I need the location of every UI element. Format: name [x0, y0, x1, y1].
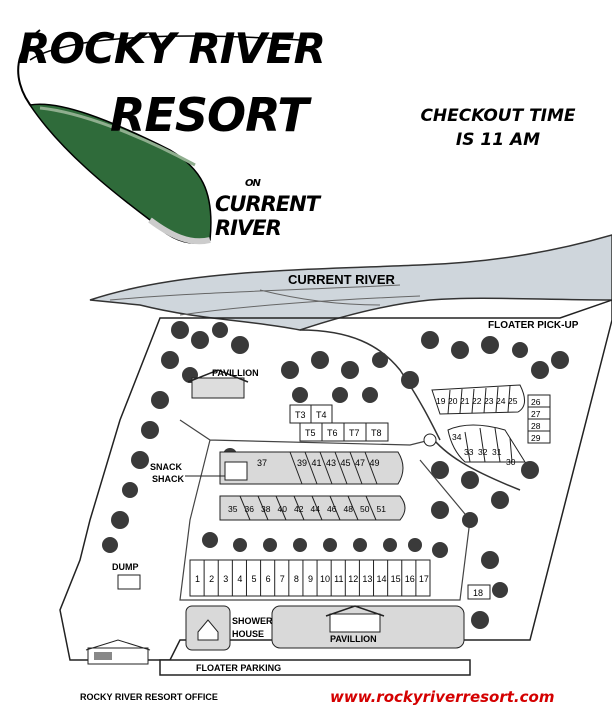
site-row-bottom [189, 559, 431, 597]
site-label: 42 [294, 504, 304, 514]
site-label: 9 [308, 574, 313, 584]
logo-title-line2: RESORT [110, 88, 309, 142]
floater-pickup-label: FLOATER PICK-UP [488, 320, 579, 331]
logo-swoosh [17, 29, 301, 245]
site-pad-middle [219, 495, 406, 521]
site-label: 33 [464, 447, 474, 457]
site-label: 39 [297, 458, 307, 468]
checkout-line2: IS 11 AM [455, 130, 541, 150]
site-label: 26 [531, 397, 541, 407]
site-label: 28 [531, 421, 541, 431]
site-label: 44 [311, 504, 321, 514]
site-column-east [527, 394, 551, 444]
site-label: 16 [405, 574, 415, 584]
site-label: 2 [209, 574, 214, 584]
site-label: 10 [320, 574, 330, 584]
site-pad-northeast [431, 384, 525, 415]
tent-site-label: T8 [371, 428, 382, 438]
site-label: 19 [436, 396, 446, 406]
site-label: 46 [327, 504, 337, 514]
tent-site-label: T5 [305, 428, 316, 438]
office-building [85, 639, 151, 665]
site-label: 32 [478, 447, 488, 457]
site-label: 3 [223, 574, 228, 584]
site-label: 34 [452, 432, 462, 442]
logo: ROCKY RIVER RESORT ON CURRENT RIVER [0, 0, 340, 260]
site-label: 51 [377, 504, 387, 514]
tent-site-label: T4 [316, 410, 327, 420]
river-label: CURRENT RIVER [288, 272, 396, 287]
site-label: 20 [448, 396, 458, 406]
site-label: 12 [348, 574, 358, 584]
site-label: 22 [472, 396, 482, 406]
site-label: 25 [508, 396, 518, 406]
dump-label: DUMP [112, 562, 139, 572]
roads [179, 419, 471, 601]
pavillion-top [187, 369, 249, 399]
site-label: 6 [266, 574, 271, 584]
pavillion-top-label: PAVILLION [212, 368, 259, 378]
floater-parking-label: FLOATER PARKING [196, 663, 281, 673]
site-18-label: 18 [473, 588, 483, 598]
canoe-icon [28, 103, 212, 245]
shower-label-2: HOUSE [232, 629, 264, 639]
pavillion-bottom-label: PAVILLION [330, 634, 377, 644]
site-label: 11 [334, 574, 343, 584]
site-label: 24 [496, 396, 506, 406]
site-label: 23 [484, 396, 494, 406]
site-label: 21 [460, 396, 470, 406]
tent-sites [289, 404, 389, 442]
site-label: 31 [492, 447, 502, 457]
site-label: 15 [391, 574, 401, 584]
site-pad-upper [185, 451, 404, 485]
logo-on: ON [245, 178, 261, 189]
site-label: 8 [294, 574, 299, 584]
site-label: 4 [237, 574, 242, 584]
snack-label-2: SHACK [152, 474, 185, 484]
website-link[interactable]: www.rockyriverresort.com [330, 688, 555, 706]
site-label: 7 [280, 574, 285, 584]
tent-site-label: T6 [327, 428, 338, 438]
shower-label-1: SHOWER [232, 616, 273, 626]
site-label: 43 [326, 458, 336, 468]
tent-site-label: T7 [349, 428, 360, 438]
site-label: 35 [228, 504, 238, 514]
office-label: ROCKY RIVER RESORT OFFICE [80, 692, 218, 702]
site-label: 13 [362, 574, 372, 584]
shower-house [185, 605, 231, 651]
site-label: 30 [506, 457, 516, 467]
site-label: 47 [355, 458, 365, 468]
site-label: 37 [257, 458, 267, 468]
site-label: 45 [341, 458, 351, 468]
logo-river: CURRENT RIVER [215, 192, 320, 240]
site-label: 17 [419, 574, 429, 584]
site-label: 36 [245, 504, 255, 514]
pavillion-bottom [271, 605, 465, 649]
site-label: 48 [344, 504, 354, 514]
tree-clusters [102, 321, 569, 629]
dump-station [117, 574, 141, 590]
site-label: 29 [531, 433, 541, 443]
site-label: 1 [195, 574, 200, 584]
tent-site-label: T3 [295, 410, 306, 420]
logo-title-line1: ROCKY RIVER [18, 24, 326, 73]
site-18-pad [467, 584, 491, 600]
site-label: 50 [360, 504, 370, 514]
site-label: 38 [261, 504, 271, 514]
site-label: 49 [370, 458, 380, 468]
site-label: 14 [377, 574, 387, 584]
site-pad-east [423, 424, 526, 463]
checkout-line1: CHECKOUT TIME [420, 106, 576, 126]
site-label: 40 [278, 504, 288, 514]
snack-label-1: SNACK [150, 462, 183, 472]
checkout-notice: CHECKOUT TIME IS 11 AM [398, 104, 598, 152]
current-river [89, 234, 612, 491]
site-label: 27 [531, 409, 541, 419]
site-label: 5 [251, 574, 256, 584]
site-label: 41 [312, 458, 322, 468]
shower-house-icon [197, 619, 219, 641]
